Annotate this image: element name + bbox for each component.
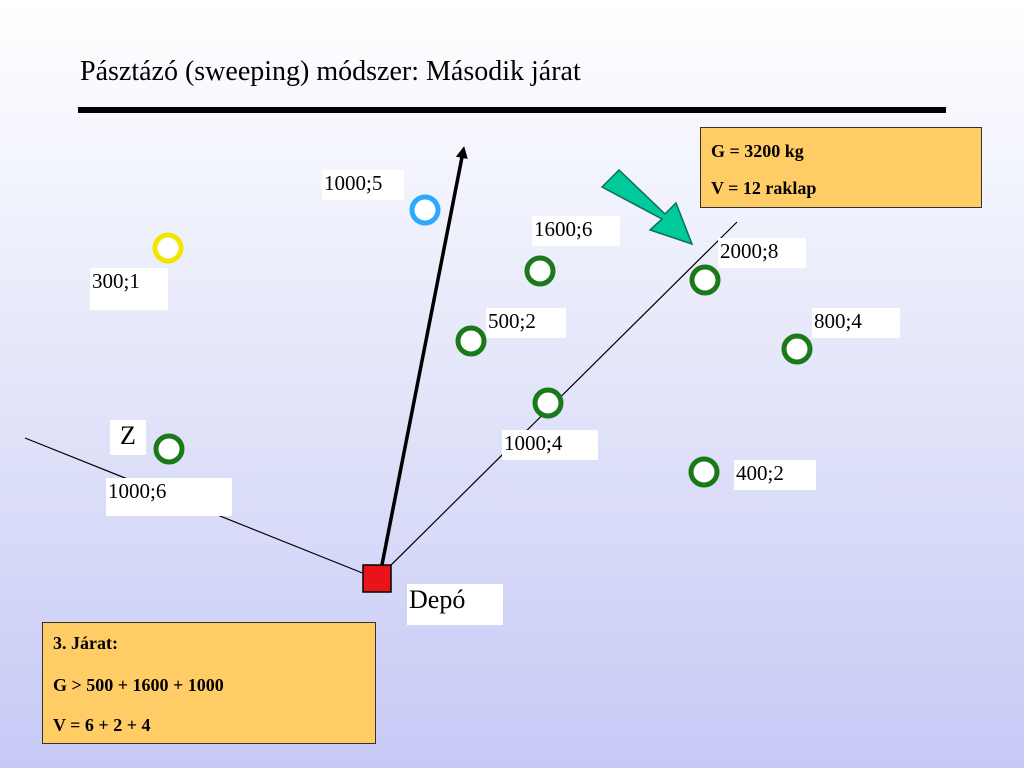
label-1000-4: 1000;4 [502,430,598,460]
capacity-weight: G = 3200 kg [711,141,804,161]
node-1600-6-icon [524,255,556,287]
depot-label: Depó [407,584,503,625]
label-300-1: 300;1 [90,268,168,310]
pointer-arrow [600,168,694,246]
label-400-2: 400;2 [734,460,816,490]
capacity-box: G = 3200 kg V = 12 raklap [700,127,982,208]
label-500-2: 500;2 [486,308,566,338]
node-1000-6-icon [153,433,185,465]
route-box: 3. Járat: G > 500 + 1600 + 1000 V = 6 + … [42,622,376,744]
depot-icon [362,564,392,593]
sweep-arrow [377,146,468,581]
node-500-2-icon [455,325,487,357]
node-300-1-icon [152,232,184,264]
label-1000-5: 1000;5 [322,170,404,200]
route-weight: G > 500 + 1600 + 1000 [53,675,224,695]
capacity-volume: V = 12 raklap [711,178,817,198]
route-volume: V = 6 + 2 + 4 [53,715,151,735]
node-1000-4-icon [532,387,564,419]
label-1600-6: 1600;6 [532,216,620,246]
node-800-4-icon [781,333,813,365]
label-800-4: 800;4 [812,308,900,338]
title-rule [78,107,946,113]
marker-z: Z [110,420,146,455]
route-title: 3. Járat: [53,633,118,653]
node-1000-5-icon [409,194,441,226]
label-2000-8: 2000;8 [718,238,806,268]
node-2000-8-icon [689,264,721,296]
label-1000-6: 1000;6 [106,478,232,516]
node-400-2-icon [688,456,720,488]
slide-title: Pásztázó (sweeping) módszer: Második jár… [80,56,581,87]
